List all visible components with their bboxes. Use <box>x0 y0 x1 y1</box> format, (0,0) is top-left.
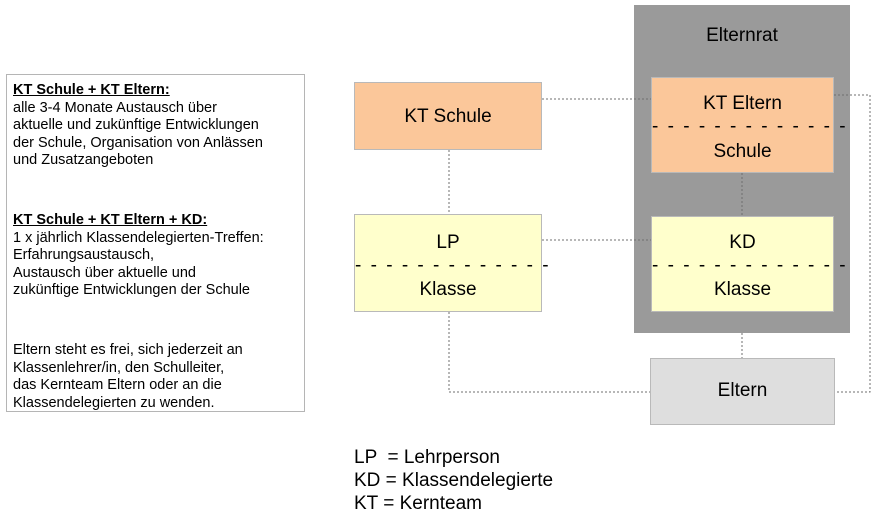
kt-eltern-separator: - - - - - - - - - - - - - <box>652 116 848 137</box>
info-text-line: 1 x jährlich Klassendelegierten-Treffen: <box>13 229 264 246</box>
info-text-line: und Zusatzangeboten <box>13 152 154 168</box>
eltern-label: Eltern <box>717 380 768 401</box>
legend: LP = Lehrperson KD = Klassendelegierte K… <box>354 446 553 515</box>
kd-sublabel: Klasse <box>713 279 772 300</box>
lp-sublabel: Klasse <box>419 279 477 300</box>
legend-item-kd: KD = Klassendelegierte <box>354 470 554 491</box>
kd-label: KD <box>729 232 756 253</box>
info-text-line: aktuelle und zukünftige Entwicklungen <box>13 117 259 133</box>
info-text-line: Klassenlehrer/in, den Schulleiter, <box>13 359 225 376</box>
elternrat-label: Elternrat <box>706 25 778 46</box>
info-text-line: der Schule, Organisation von Anlässen <box>13 134 263 151</box>
info-panel: KT Schule + KT Eltern: alle 3-4 Monate A… <box>6 74 305 412</box>
info-text-line: Austausch über aktuelle und <box>13 264 196 281</box>
kt-eltern-label: KT Eltern <box>703 93 782 114</box>
kd-box: KD - - - - - - - - - - - - - Klasse <box>651 216 848 312</box>
connector-kteltern-eltern <box>834 94 871 393</box>
info-block-contact: Eltern steht es frei, sich jederzeit an … <box>13 342 243 412</box>
info-block-kd-meeting: KT Schule + KT Eltern + KD: 1 x jährlich… <box>13 212 264 300</box>
legend-item-kt: KT = Kernteam <box>354 493 482 514</box>
kt-schule-label: KT Schule <box>404 106 492 127</box>
info-heading-kt-meeting: KT Schule + KT Eltern: <box>13 82 170 98</box>
info-block-kt-meeting: KT Schule + KT Eltern: alle 3-4 Monate A… <box>13 82 263 170</box>
kd-separator: - - - - - - - - - - - - - <box>652 255 848 276</box>
info-text-line: das Kernteam Eltern oder an die <box>13 377 222 393</box>
info-heading-kd-meeting: KT Schule + KT Eltern + KD: <box>13 212 208 228</box>
info-text-line: Eltern steht es frei, sich jederzeit an <box>13 342 243 358</box>
lp-separator: - - - - - - - - - - - - - <box>355 255 551 276</box>
eltern-box: Eltern <box>650 358 835 425</box>
kt-schule-box: KT Schule <box>354 82 542 150</box>
connector-lp-eltern <box>448 312 650 393</box>
kt-eltern-sublabel: Schule <box>713 141 772 162</box>
info-text-line: alle 3-4 Monate Austausch über <box>13 99 217 116</box>
info-text-line: Erfahrungsaustausch, <box>13 247 155 263</box>
kt-eltern-box: KT Eltern - - - - - - - - - - - - - Schu… <box>651 77 848 173</box>
lp-label: LP <box>436 232 460 253</box>
lp-box: LP - - - - - - - - - - - - - Klasse <box>354 214 551 312</box>
legend-item-lp: LP = Lehrperson <box>354 447 500 468</box>
info-text-line: zukünftige Entwicklungen der Schule <box>13 282 250 298</box>
info-text-line: Klassendelegierten zu wenden. <box>13 394 215 411</box>
